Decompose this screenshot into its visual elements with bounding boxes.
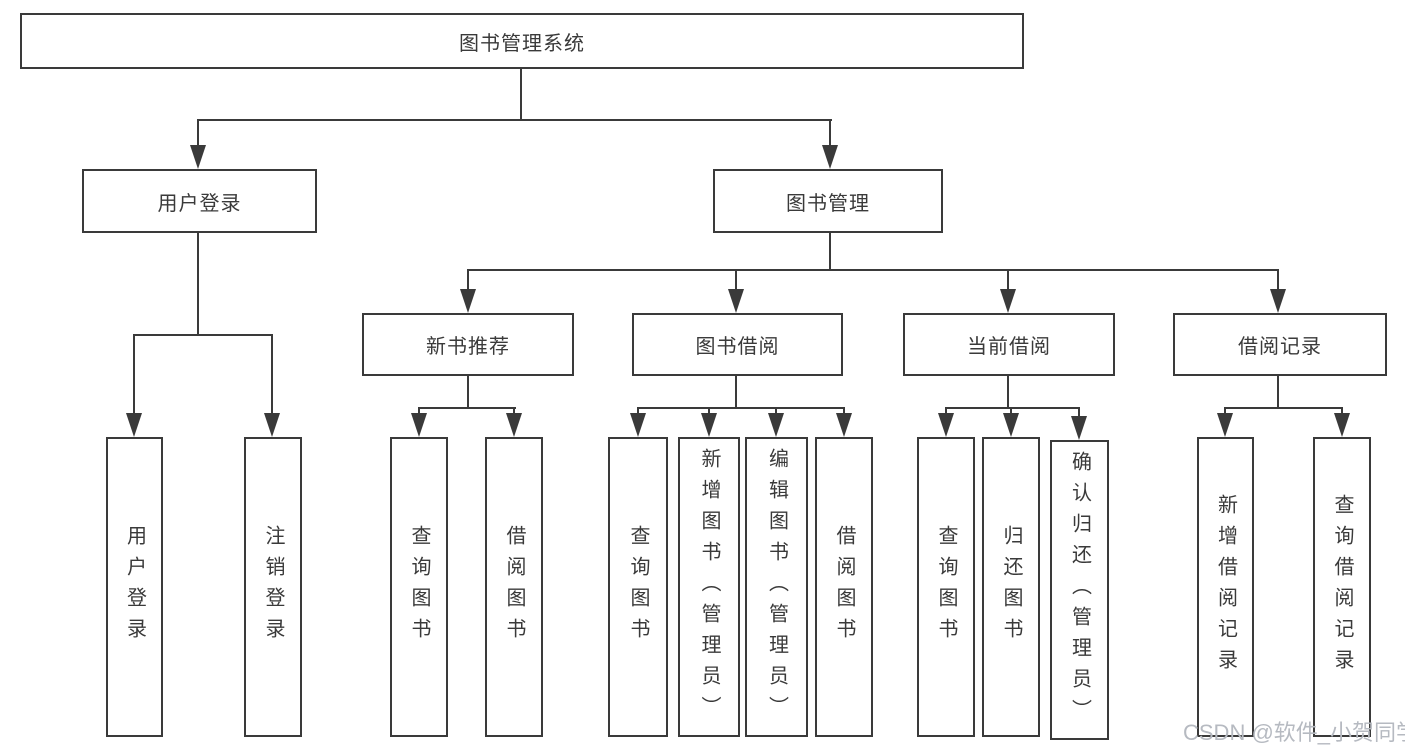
leaf-add-book-admin-label: 新增图书（管理员） [698,447,720,727]
connector-arrow [1217,413,1233,437]
leaf-query-book-recommend-label: 查询图书 [408,525,430,649]
connector-arrow [1003,413,1019,437]
connector-arrow [938,413,954,437]
connector-arrow [506,413,522,437]
leaf-return-book: 归还图书 [982,437,1040,737]
node-new-book-recommend: 新书推荐 [362,313,574,376]
connector-line [843,409,845,415]
connector-line [829,121,831,147]
connector-line [197,233,199,335]
leaf-borrow-book: 借阅图书 [815,437,873,737]
leaf-borrow-book-recommend: 借阅图书 [485,437,543,737]
connector-line [418,407,516,409]
connector-line [1224,407,1343,409]
node-current-borrow: 当前借阅 [903,313,1115,376]
node-user-login: 用户登录 [82,169,317,233]
connector-line [1078,409,1080,418]
connector-line [775,409,777,415]
leaf-borrow-book-recommend-label: 借阅图书 [503,525,525,649]
connector-line [418,409,420,415]
node-borrow-records: 借阅记录 [1173,313,1387,376]
connector-line [637,409,639,415]
connector-arrow [126,413,142,437]
leaf-confirm-return-admin-label: 确认归还（管理员） [1068,450,1091,730]
connector-arrow [836,413,852,437]
connector-line [1007,271,1009,290]
node-root: 图书管理系统 [20,13,1024,69]
connector-arrow [630,413,646,437]
leaf-borrow-book-label: 借阅图书 [833,525,855,649]
connector-line [520,68,522,119]
connector-arrow [1071,416,1087,440]
connector-arrow [728,289,744,313]
connector-line [945,407,1080,409]
leaf-add-borrow-record-label: 新增借阅记录 [1214,494,1237,680]
connector-line [637,407,845,409]
node-book-management-label: 图书管理 [786,192,870,215]
connector-line [735,271,737,290]
leaf-query-book-current: 查询图书 [917,437,975,737]
leaf-return-book-label: 归还图书 [1000,525,1022,649]
leaf-user-login-label: 用户登录 [123,525,146,649]
node-book-borrow-label: 图书借阅 [695,336,780,358]
connector-line [197,121,199,147]
leaf-add-book-admin: 新增图书（管理员） [678,437,740,737]
connector-arrow [701,413,717,437]
leaf-confirm-return-admin: 确认归还（管理员） [1050,440,1109,740]
node-book-management: 图书管理 [713,169,943,233]
connector-line [1010,409,1012,415]
connector-arrow [190,145,206,169]
connector-arrow [411,413,427,437]
leaf-edit-book-admin: 编辑图书（管理员） [745,437,808,737]
node-book-borrow: 图书借阅 [632,313,843,376]
leaf-query-book-recommend: 查询图书 [390,437,448,737]
connector-line [735,376,737,408]
connector-arrow [768,413,784,437]
leaf-query-book-current-label: 查询图书 [935,525,957,649]
watermark-text: CSDN @软件_小贺同学 [1183,720,1405,745]
connector-line [1277,376,1279,408]
connector-line [1224,409,1226,415]
connector-line [133,334,273,336]
node-new-book-recommend-label: 新书推荐 [426,336,510,358]
leaf-edit-book-admin-label: 编辑图书（管理员） [765,447,788,727]
connector-line [467,376,469,408]
leaf-add-borrow-record: 新增借阅记录 [1197,437,1254,737]
connector-line [945,409,947,415]
leaf-query-book-borrow-label: 查询图书 [627,525,649,649]
node-borrow-records-label: 借阅记录 [1238,336,1322,358]
connector-line [271,336,273,413]
node-current-borrow-label: 当前借阅 [967,336,1051,358]
connector-line [467,269,1279,271]
node-user-login-label: 用户登录 [157,192,242,215]
connector-arrow [1000,289,1016,313]
connector-arrow [1334,413,1350,437]
connector-arrow [1270,289,1286,313]
node-root-label: 图书管理系统 [459,32,585,55]
leaf-query-book-borrow: 查询图书 [608,437,668,737]
connector-line [1277,271,1279,290]
connector-arrow [822,145,838,169]
connector-line [829,233,831,270]
leaf-user-login: 用户登录 [106,437,163,737]
leaf-logout: 注销登录 [244,437,302,737]
connector-arrow [460,289,476,313]
connector-line [197,119,832,121]
connector-line [133,336,135,413]
connector-line [467,271,469,290]
leaf-query-borrow-record-label: 查询借阅记录 [1331,494,1353,680]
connector-line [708,409,710,415]
leaf-query-borrow-record: 查询借阅记录 [1313,437,1371,737]
connector-arrow [264,413,280,437]
leaf-logout-label: 注销登录 [262,525,284,649]
connector-line [513,409,515,415]
connector-line [1007,376,1009,408]
connector-line [1341,409,1343,415]
